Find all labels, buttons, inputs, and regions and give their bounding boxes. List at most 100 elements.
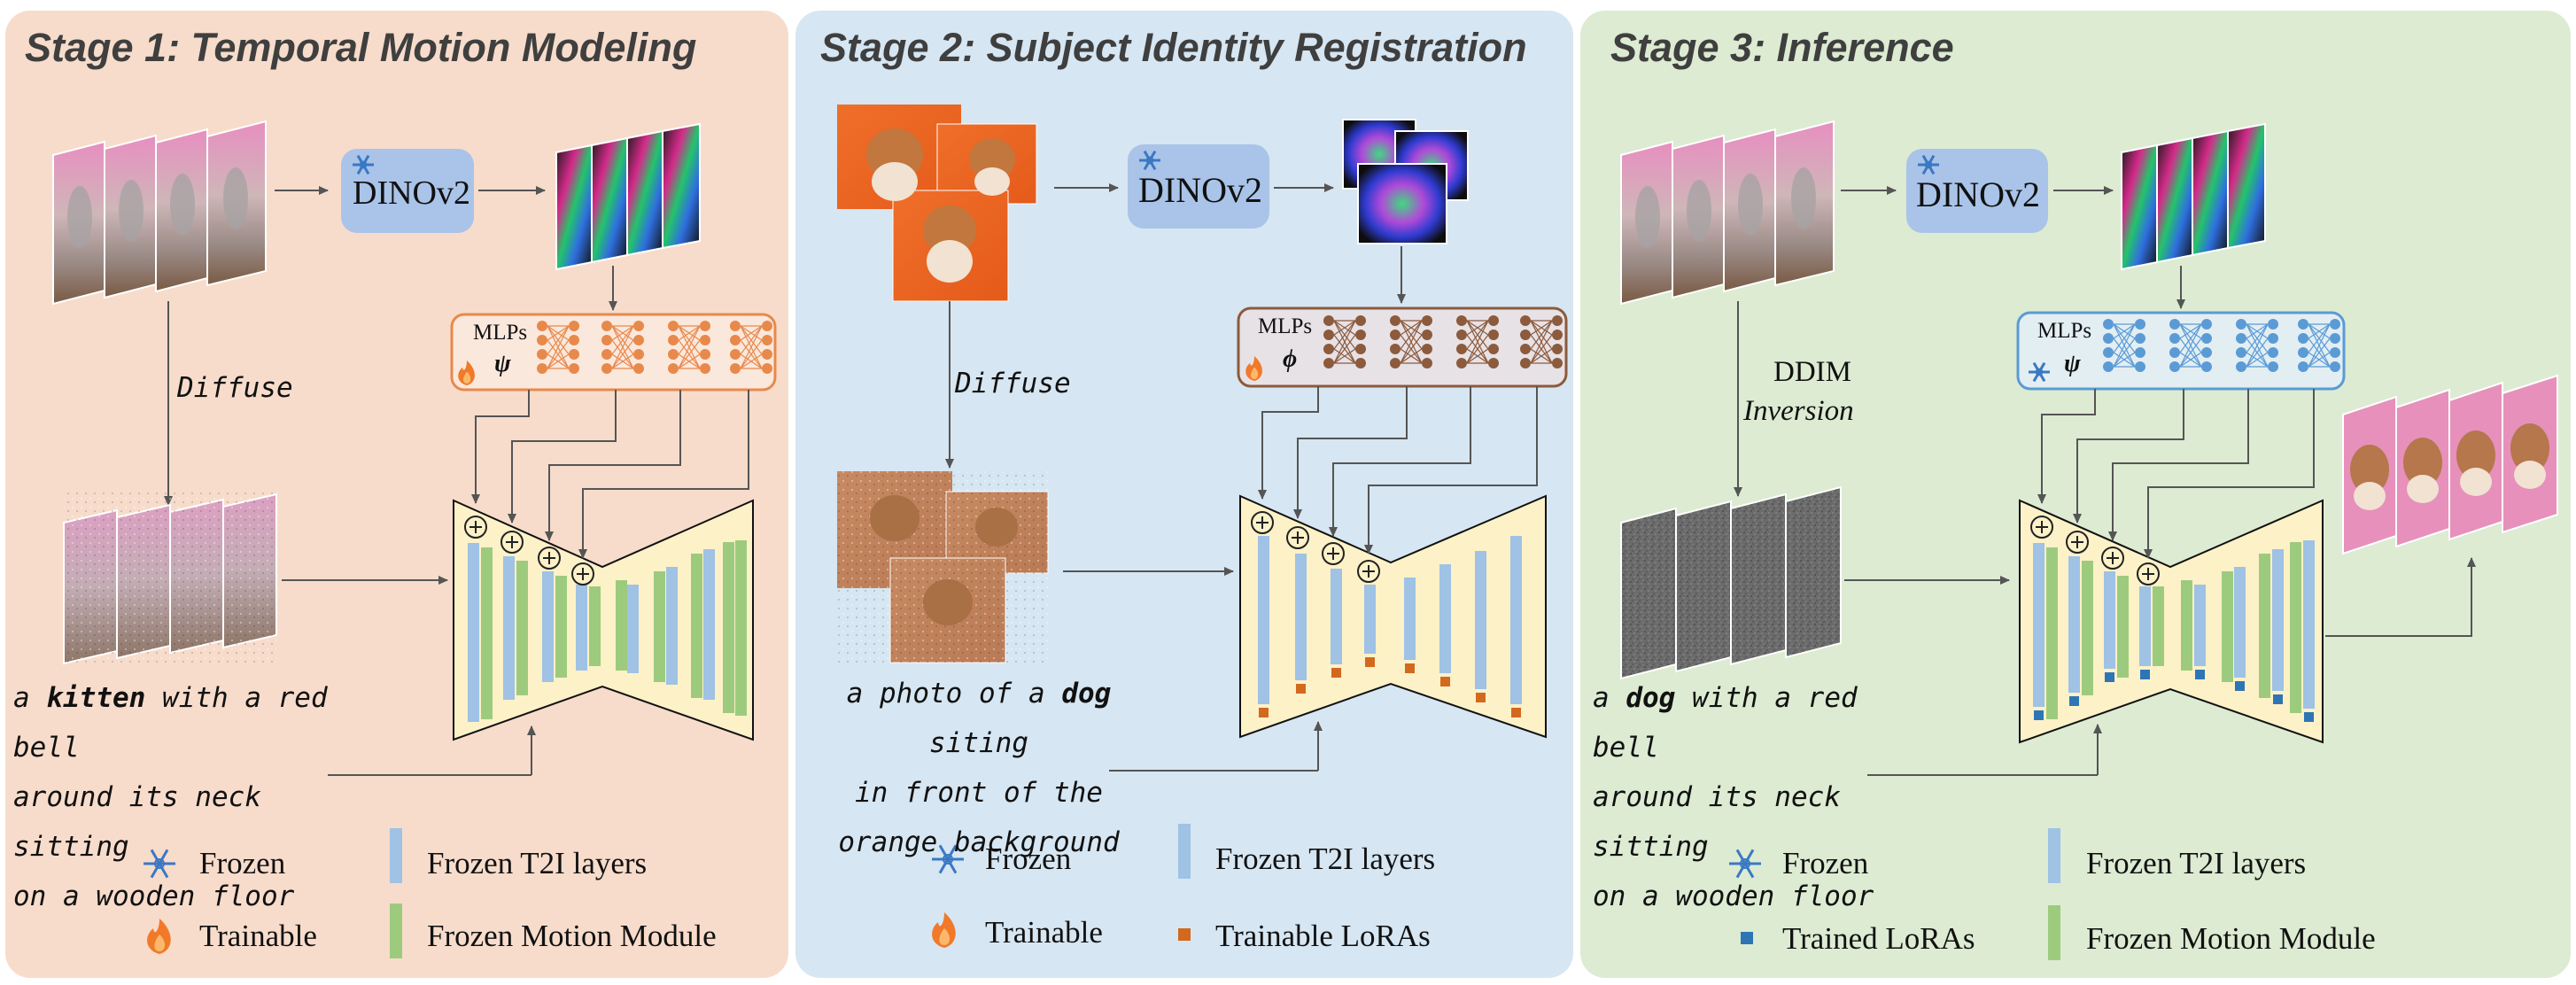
- stage2-prompt-subject: dog: [1061, 678, 1112, 710]
- stage2-mlp-network-node: [1355, 344, 1366, 354]
- stage2-mlp-network-edge: [1530, 348, 1553, 364]
- stage3-layer-9: [2194, 585, 2206, 666]
- stage3-mlp-network-node: [2103, 319, 2114, 330]
- stage3-mlp-network-edge: [2179, 337, 2202, 368]
- stage1-mlp-network-node: [633, 321, 644, 331]
- stage2-mlp-network-edge: [1530, 320, 1553, 336]
- stage3-mlp-network-node: [2236, 319, 2246, 330]
- legend-trained-lora-swatch: [1741, 932, 1753, 944]
- stage3-inversion-label: Inversion: [1743, 395, 1854, 427]
- snowflake-icon: [1918, 154, 1939, 175]
- stage1-mlp-network-edge: [611, 339, 634, 369]
- stage1-mlp-network-node: [730, 349, 741, 360]
- stage1-dino-features: [555, 122, 701, 271]
- stage2-mlp-network-edge: [1400, 348, 1423, 364]
- stage3-legend-frozen: Frozen: [1782, 846, 1869, 880]
- stage2-layer-3: [1364, 585, 1376, 654]
- stage2-mlp-network-edge: [1530, 320, 1553, 350]
- stage2-lora-7: [1511, 708, 1521, 717]
- stage1-mlp-network-node: [730, 363, 741, 374]
- stage2-mlp-network-node: [1456, 330, 1467, 340]
- stage1-layer-10: [654, 571, 665, 682]
- stage3-mlp-network-node: [2135, 333, 2145, 344]
- stage1-mlp-network-node: [700, 349, 710, 360]
- stage3-mlp-network-edge: [2246, 337, 2269, 368]
- stage2-mlp-network-node: [1422, 344, 1432, 354]
- stage2-mlp-network-node: [1323, 344, 1334, 354]
- stage1-mlp-network-node: [668, 335, 679, 345]
- stage1-mlp-network-node: [762, 335, 772, 345]
- stage1-layer-2: [503, 556, 515, 700]
- stage3-mlp-network-node: [2268, 361, 2278, 372]
- stage3-lora-15: [2304, 712, 2314, 722]
- stage1-mlp-network-node: [601, 363, 612, 374]
- stage1-mlp-network-node: [569, 321, 579, 331]
- snowflake-icon: [353, 154, 374, 175]
- stage3-dinov2-label: DINOv2: [1916, 175, 2040, 214]
- stage2-mlp-network-edge: [1466, 320, 1489, 350]
- stage3-lora-13: [2273, 694, 2283, 704]
- stage1-prompt: a kitten with a red bell around its neck…: [13, 673, 332, 921]
- stage2-layer-1: [1295, 554, 1307, 680]
- stage1-mlp-network-edge: [740, 325, 763, 369]
- stage2-mlp-network-edge: [1333, 320, 1356, 350]
- stage1-legend-frozen: Frozen: [199, 846, 286, 880]
- stage3-mlp-network-node: [2135, 347, 2145, 358]
- stage2-prompt: a photo of a dog siting in front of the …: [802, 669, 1156, 867]
- stage3-mlp-network-edge: [2179, 323, 2202, 339]
- stage3-layer-3: [2082, 561, 2093, 695]
- stage1-mlp-network-node: [633, 363, 644, 374]
- stage3-mlp-network-node: [2268, 333, 2278, 344]
- stage1-mlp-network-node: [633, 349, 644, 360]
- stage1-layer-9: [627, 585, 639, 673]
- stage3-mlp-network-node: [2201, 347, 2212, 358]
- stage1-input-frames: [52, 120, 267, 306]
- stage3-mlp-network-edge: [2113, 323, 2136, 368]
- stage2-mlp-network-node: [1422, 315, 1432, 326]
- stage2-mlp-network-node: [1552, 344, 1563, 354]
- legend-frozen-layer-swatch: [1178, 824, 1191, 879]
- stage1-layer-4: [542, 571, 554, 682]
- stage2-mlp-network-node: [1323, 330, 1334, 340]
- stage3-mlp-network-node: [2298, 361, 2308, 372]
- stage2-dinov2-box: [1128, 144, 1269, 229]
- stage2-prompt-rest: siting: [929, 727, 1028, 759]
- stage2-mlp-network-node: [1390, 330, 1401, 340]
- stage2-mlp-network-edge: [1466, 320, 1489, 364]
- stage1-mlp-network-node: [601, 349, 612, 360]
- stage3-layer-12: [2259, 554, 2270, 698]
- stage2-lora-1: [1296, 684, 1306, 694]
- stage2-mlp-network-edge: [1466, 334, 1489, 364]
- stage3-mlp-network-node: [2169, 361, 2180, 372]
- stage3-mlp-network-edge: [2308, 323, 2331, 353]
- legend-frozen-layer-swatch: [390, 828, 402, 883]
- stage2-mlp-label: MLPs: [1258, 314, 1313, 338]
- stage1-mlp-network-node: [537, 335, 547, 345]
- snowflake-icon: [1729, 849, 1761, 879]
- stage3-mlp-network-node: [2169, 319, 2180, 330]
- stage3-noise-frames: [1620, 485, 1842, 680]
- stage3-unet: [2019, 499, 2324, 744]
- stage2-mlp-network-edge: [1530, 334, 1553, 364]
- stage2-layer-0: [1258, 536, 1269, 704]
- stage2-mlp-network-node: [1390, 344, 1401, 354]
- stage2-unet: [1239, 494, 1547, 739]
- stage3-mlp-network-node: [2135, 319, 2145, 330]
- stage3-input-frames: [1620, 120, 1835, 306]
- stage3-mlp-network-node: [2201, 361, 2212, 372]
- stage2-mlp-network-node: [1456, 344, 1467, 354]
- stage2-prompt-line2: in front of the: [855, 777, 1103, 809]
- stage2-subject-images: [837, 105, 1037, 302]
- stage3-mlp-network-edge: [2179, 323, 2202, 368]
- stage1-mlp-network-node: [730, 335, 741, 345]
- stage1-mlp-network-edge: [678, 339, 701, 369]
- stage2-mlp-network-node: [1355, 358, 1366, 368]
- stage2-mlp-network-edge: [1333, 334, 1356, 364]
- stage3-mlp-network-node: [2236, 347, 2246, 358]
- stage3-mlp-network-node: [2330, 347, 2340, 358]
- stage3-mlp-network-edge: [2246, 323, 2269, 368]
- stage1-mlp-network-edge: [611, 353, 634, 369]
- stage3-mlp-network-edge: [2246, 323, 2269, 353]
- stage2-layer-7: [1510, 536, 1522, 704]
- stage1-mlp-network-edge: [547, 339, 570, 369]
